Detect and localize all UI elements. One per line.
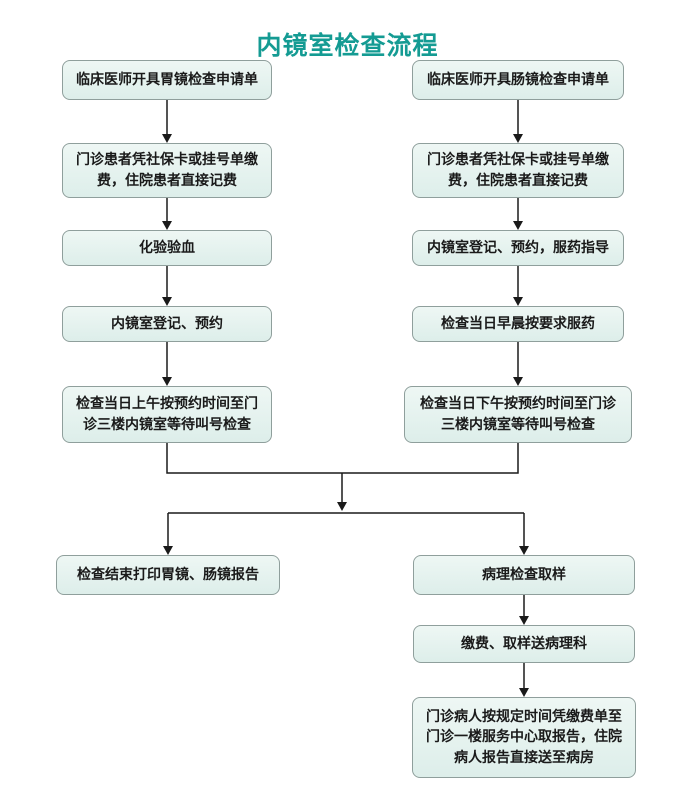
node-right-registration-medication: 内镜室登记、预约，服药指导: [412, 230, 624, 266]
node-collect-report: 门诊病人按规定时间凭缴费单至门诊一楼服务中心取报告，住院病人报告直接送至病房: [412, 697, 636, 778]
node-right-colonoscopy-request: 临床医师开具肠镜检查申请单: [412, 60, 624, 100]
arrow-pay-report: [519, 663, 529, 697]
node-left-registration: 内镜室登记、预约: [62, 306, 272, 342]
node-right-waiting: 检查当日下午按预约时间至门诊三楼内镜室等待叫号检查: [404, 386, 632, 443]
node-left-payment: 门诊患者凭社保卡或挂号单缴费，住院患者直接记费: [62, 143, 272, 198]
arrow-left-4-5: [162, 342, 172, 386]
node-left-blood-test: 化验验血: [62, 230, 272, 266]
node-print-report: 检查结束打印胃镜、肠镜报告: [56, 555, 280, 595]
arrow-left-2-3: [162, 198, 172, 230]
merge-connector: [166, 443, 519, 511]
arrow-pathology-pay: [519, 595, 529, 625]
node-pathology-sampling: 病理检查取样: [413, 555, 635, 595]
node-left-gastroscopy-request: 临床医师开具胃镜检查申请单: [62, 60, 272, 100]
arrow-right-4-5: [513, 342, 523, 386]
page-title: 内镜室检查流程: [256, 31, 439, 60]
arrow-left-1-2: [162, 100, 172, 143]
node-right-payment: 门诊患者凭社保卡或挂号单缴费，住院患者直接记费: [412, 143, 624, 198]
node-right-morning-medication: 检查当日早晨按要求服药: [412, 306, 624, 342]
arrow-right-1-2: [513, 100, 523, 143]
split-connector: [163, 512, 529, 555]
arrow-left-3-4: [162, 266, 172, 306]
arrow-right-2-3: [513, 198, 523, 230]
node-left-waiting: 检查当日上午按预约时间至门诊三楼内镜室等待叫号检查: [62, 386, 272, 443]
arrow-right-3-4: [513, 266, 523, 306]
node-pay-send-pathology: 缴费、取样送病理科: [413, 625, 635, 663]
